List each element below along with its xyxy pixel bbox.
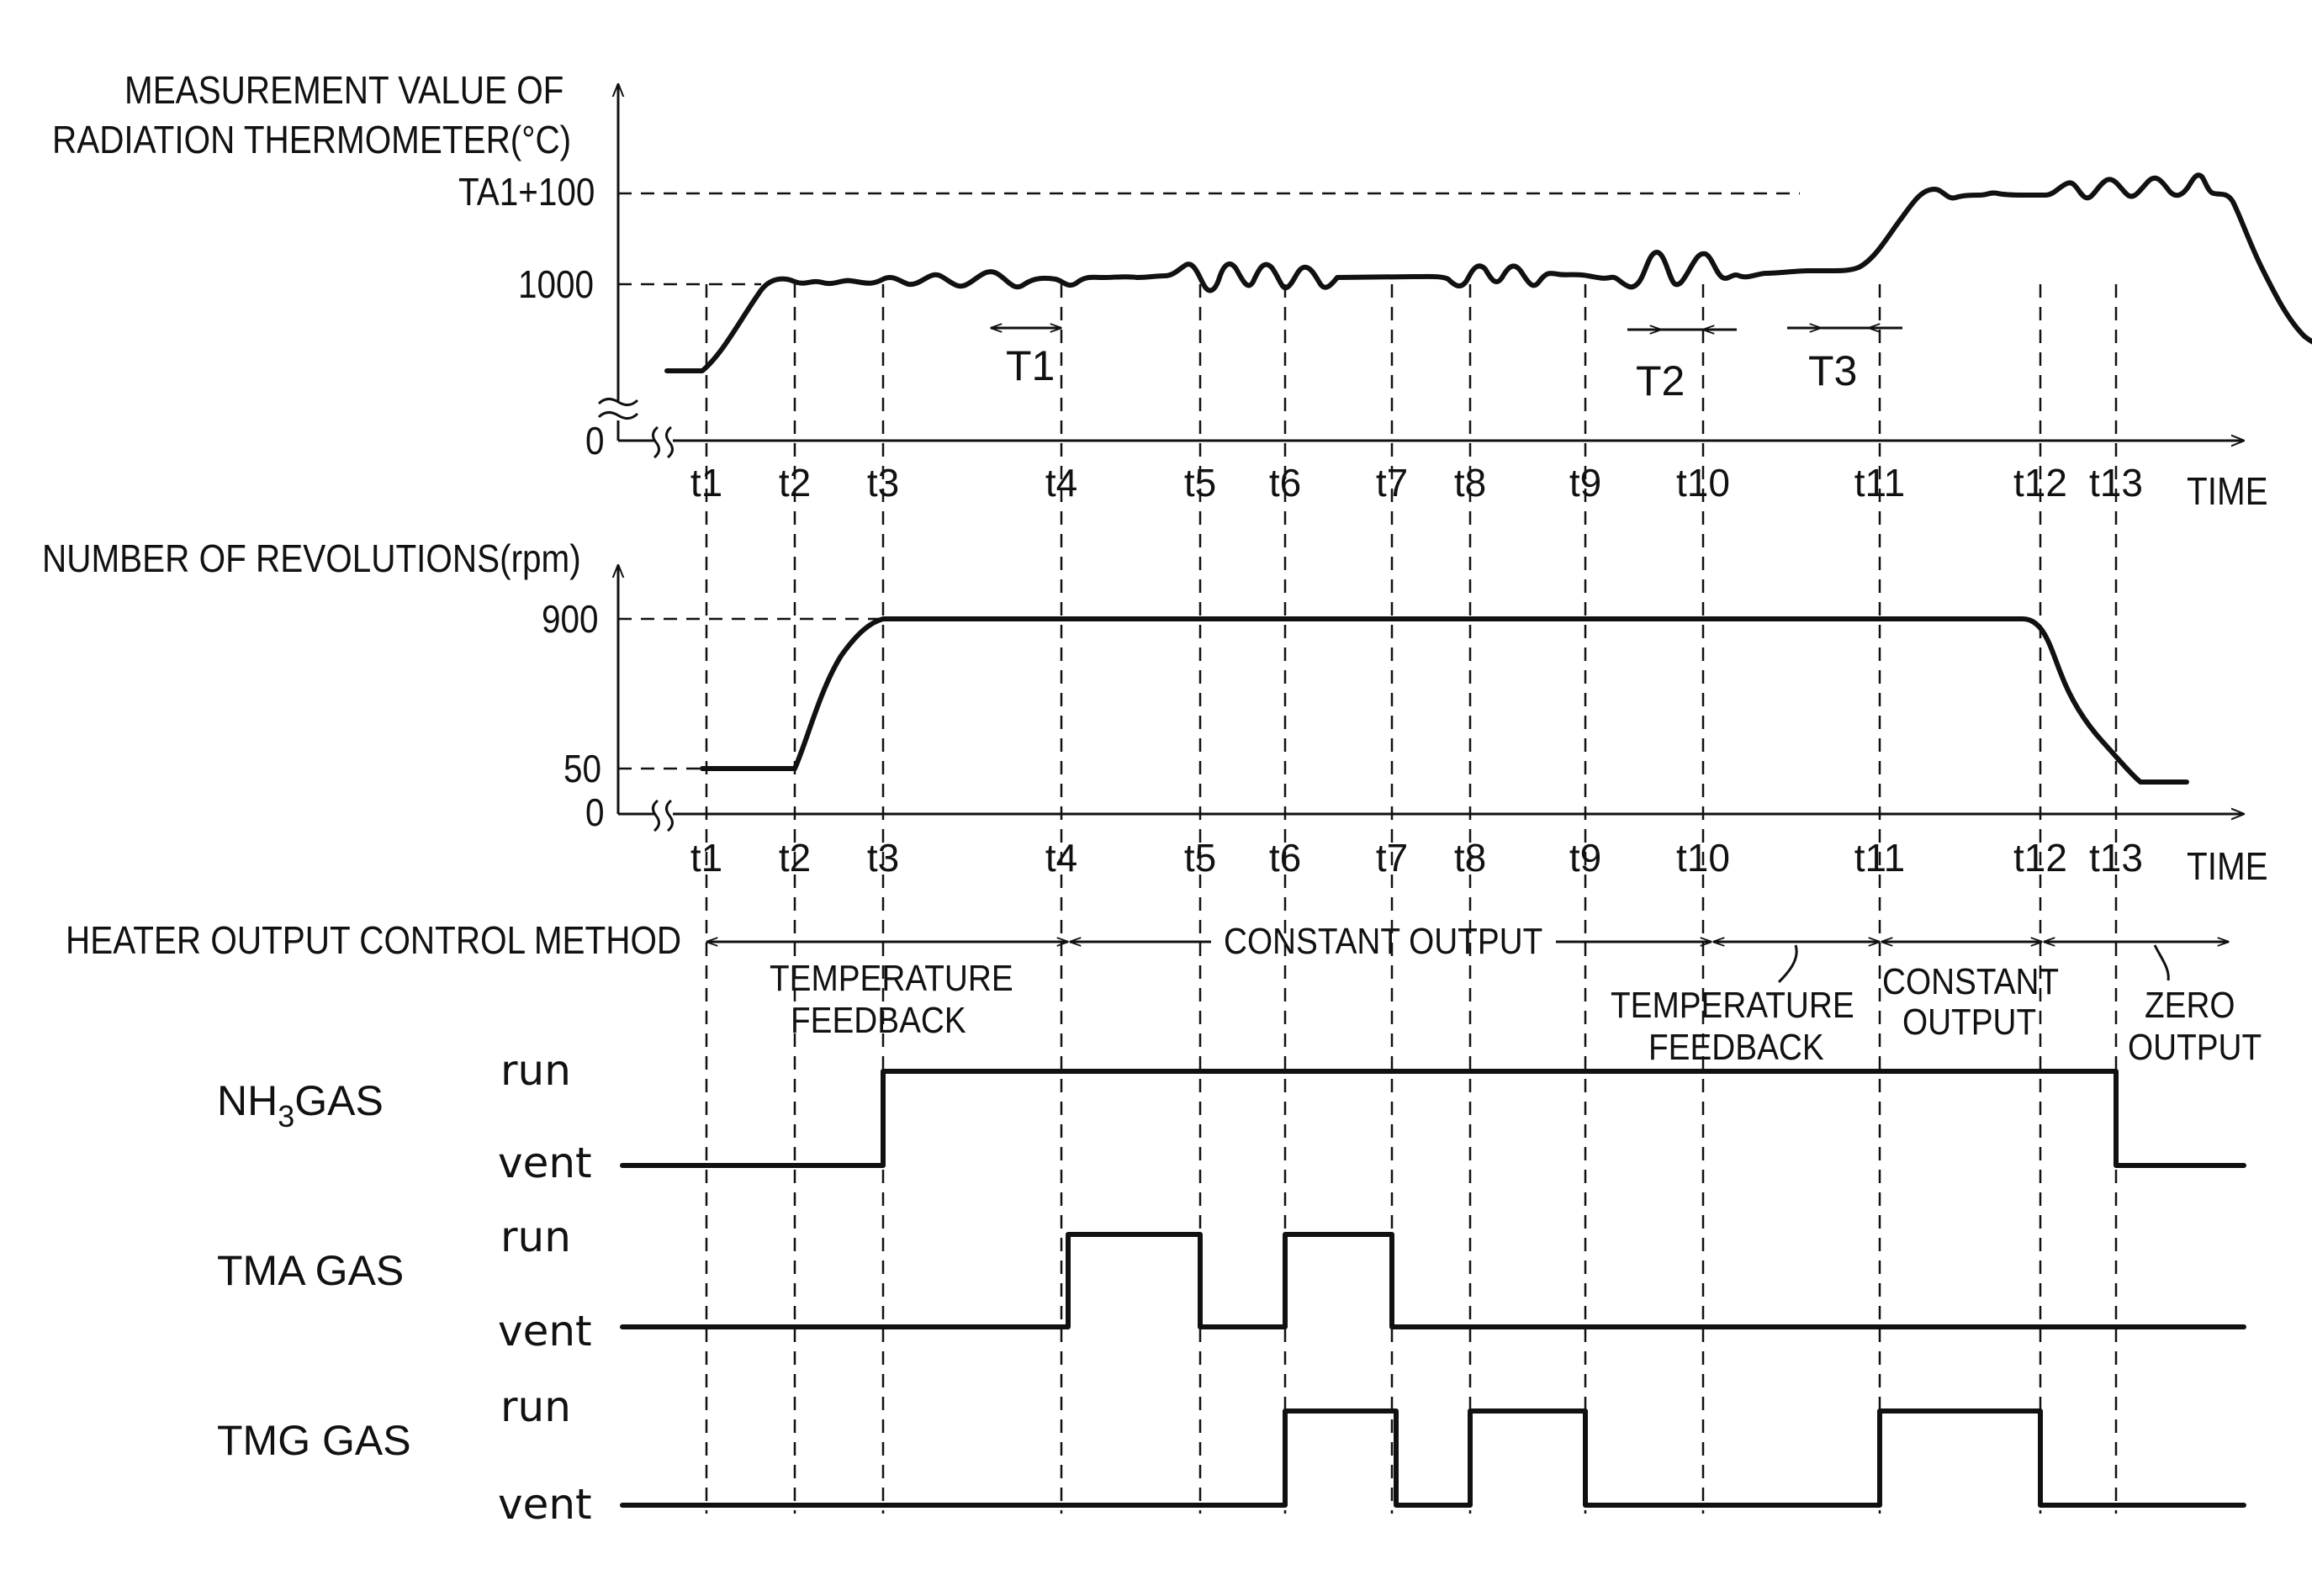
nh3-run-label: run [500,1046,571,1095]
heater-leader-line-1 [1779,945,1796,982]
chart1-tick-t1: t1 [690,461,722,505]
chart2-tick-t5: t5 [1184,836,1216,880]
tmg-label: TMG GAS [217,1417,411,1464]
chart1-tick-t10: t10 [1676,461,1730,505]
chart2-tick-t7: t7 [1376,836,1408,880]
revolutions-chart: NUMBER OF REVOLUTIONS(rpm) 900 50 0 t1 t2… [42,538,2268,889]
chart1-ytick-top: TA1+100 [458,172,595,214]
heater-temp-feedback-2-line2: FEEDBACK [1648,1026,1824,1068]
chart2-ylabel: NUMBER OF REVOLUTIONS(rpm) [42,538,581,581]
chart2-tick-t3: t3 [867,836,899,880]
chart1-tick-t9: t9 [1569,461,1601,505]
chart1-ylabel-line2: RADIATION THERMOMETER(°C) [52,119,571,162]
chart1-tick-t11: t11 [1854,461,1906,505]
heater-title: HEATER OUTPUT CONTROL METHOD [66,920,681,963]
heater-leader-line-2 [2155,945,2168,980]
interval-label-t1: T1 [1006,342,1055,389]
nh3-label-main: NH [217,1077,278,1124]
heater-constant-output-1: CONSTANT OUTPUT [1224,920,1542,962]
chart2-xlabel: TIME [2187,846,2268,889]
chart2-ytick-top: 900 [542,599,599,642]
chart2-ytick-zero: 0 [585,792,605,835]
chart2-x-break-mark-2 [666,801,672,831]
chart2-x-break-mark-1 [653,801,659,831]
heater-temp-feedback-1-line2: FEEDBACK [791,999,966,1041]
thermometer-curve [667,175,2312,371]
heater-zero-output-line1: ZERO [2145,984,2235,1026]
chart2-tick-t4: t4 [1045,836,1077,880]
chart1-x-break-mark-2 [666,427,672,457]
chart2-tick-t11: t11 [1854,836,1906,880]
chart2-tick-t6: t6 [1269,836,1301,880]
tmg-signal [622,1411,2244,1505]
nh3-label-sub: 3 [278,1099,294,1134]
chart1-tick-t5: t5 [1184,461,1216,505]
chart1-ytick-zero: 0 [585,420,605,463]
chart2-tick-t2: t2 [779,836,811,880]
chart2-tick-t8: t8 [1454,836,1486,880]
heater-constant-output-2-line2: OUTPUT [1902,1001,2036,1043]
chart1-ylabel-line1: MEASUREMENT VALUE OF [124,70,563,113]
nh3-label: NH3GAS [217,1077,384,1134]
interval-label-t2: T2 [1636,357,1685,404]
chart1-tick-t2: t2 [779,461,811,505]
tma-signal [622,1234,2244,1327]
chart1-tick-t6: t6 [1269,461,1301,505]
chart2-tick-t1: t1 [690,836,722,880]
tmg-gas-row: TMG GAS run vent [217,1382,2244,1529]
heater-constant-output-2-line1: CONSTANT [1882,960,2059,1002]
chart1-tick-t12: t12 [2013,461,2067,505]
chart1-tick-t7: t7 [1376,461,1408,505]
chart2-ytick-mid: 50 [563,748,601,791]
nh3-gas-row: NH3GAS run vent [217,1046,2244,1187]
chart1-tick-t8: t8 [1454,461,1486,505]
chart2-tick-t9: t9 [1569,836,1601,880]
nh3-signal [622,1071,2244,1165]
chart1-x-break-mark-1 [653,427,659,457]
interval-markers: T1 T2 T3 [991,328,1902,404]
chart1-xlabel: TIME [2187,471,2268,514]
tmg-run-label: run [500,1382,571,1431]
chart2-tick-t13: t13 [2089,836,2143,880]
revolutions-curve [702,619,2187,782]
thermometer-chart: MEASUREMENT VALUE OF RADIATION THERMOMET… [52,70,2312,514]
chart1-ytick-mid: 1000 [518,264,594,307]
chart1-y-break-mark-2 [599,412,638,418]
chart1-time-ticks: t1 t2 t3 t4 t5 t6 t7 t8 t9 t10 t11 t12 t13 [690,461,2143,505]
tmg-vent-label: vent [498,1480,592,1529]
heater-zero-output-line2: OUTPUT [2128,1026,2262,1068]
chart2-time-ticks: t1 t2 t3 t4 t5 t6 t7 t8 t9 t10 t11 t12 t13 [690,836,2143,880]
chart1-tick-t4: t4 [1045,461,1077,505]
tma-run-label: run [500,1213,571,1261]
chart1-tick-t3: t3 [867,461,899,505]
tma-gas-row: TMA GAS run vent [217,1213,2244,1356]
nh3-vent-label: vent [498,1139,592,1187]
heater-control-row: HEATER OUTPUT CONTROL METHOD CONSTANT OU… [66,920,2262,1068]
heater-temp-feedback-1-line1: TEMPERATURE [770,957,1013,999]
tma-vent-label: vent [498,1307,592,1356]
tma-label: TMA GAS [217,1247,404,1294]
chart2-tick-t12: t12 [2013,836,2067,880]
chart2-tick-t10: t10 [1676,836,1730,880]
nh3-label-rest: GAS [294,1077,384,1124]
chart1-tick-t13: t13 [2089,461,2143,505]
heater-temp-feedback-2-line1: TEMPERATURE [1611,984,1854,1026]
interval-label-t3: T3 [1808,347,1857,394]
